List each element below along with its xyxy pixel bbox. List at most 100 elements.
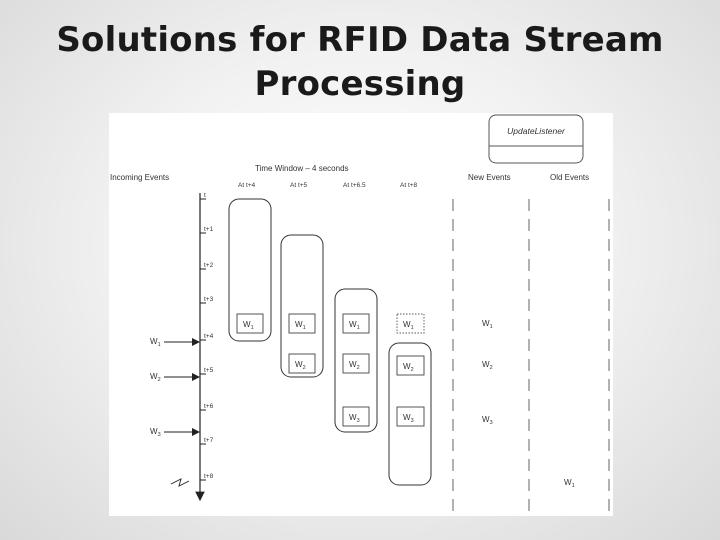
new-events-label: New Events	[468, 173, 511, 182]
svg-text:W3: W3	[150, 427, 161, 438]
svg-text:W3: W3	[482, 415, 493, 426]
event-name: W	[482, 360, 490, 369]
event-box	[396, 406, 425, 427]
svg-text:W1: W1	[349, 320, 360, 331]
event-box	[342, 406, 370, 427]
time-tick-label: t+2	[204, 262, 214, 269]
window-t8: W1 W2 W3	[388, 313, 432, 486]
event-sub: 2	[303, 365, 306, 371]
svg-text:W1: W1	[150, 337, 161, 348]
event-box	[342, 313, 370, 334]
window-col-label: At t+6.5	[343, 182, 366, 189]
event-sub: 2	[411, 367, 414, 373]
svg-text:W1: W1	[403, 320, 414, 331]
event-sub: 3	[411, 418, 414, 424]
time-tick: t+3	[200, 296, 214, 304]
event-box	[396, 355, 425, 376]
slide-title-line-1: Solutions for RFID Data Stream	[56, 20, 664, 60]
update-listener-label: UpdateListener	[507, 126, 566, 136]
time-tick-label: t+5	[204, 367, 214, 374]
time-tick: t+5	[200, 367, 214, 375]
svg-text:W3: W3	[349, 413, 360, 424]
incoming-events: W1 W2 W3	[150, 337, 200, 487]
time-tick-label: t+4	[204, 333, 214, 340]
expired-event-box	[396, 313, 425, 334]
svg-text:W2: W2	[403, 362, 414, 373]
time-tick-label: t+7	[204, 437, 214, 444]
event-name: W	[403, 320, 411, 329]
incoming-event: W2	[150, 372, 200, 383]
svg-text:W1: W1	[482, 319, 493, 330]
event-sub: 2	[490, 365, 493, 371]
event-sub: 1	[572, 483, 575, 489]
event-sub: 3	[490, 420, 493, 426]
event-sub: 1	[251, 325, 254, 331]
svg-text:W1: W1	[243, 320, 254, 331]
lightning-icon	[170, 478, 190, 487]
window-col-label: At t+8	[400, 182, 418, 189]
time-tick-label: t+3	[204, 296, 214, 303]
event-name: W	[150, 427, 158, 436]
time-tick: t+8	[200, 473, 214, 481]
event-sub: 1	[158, 342, 161, 348]
rfid-stream-diagram: UpdateListener Incoming Events Time Wind…	[109, 113, 613, 516]
event-name: W	[564, 478, 572, 487]
event-name: W	[243, 320, 251, 329]
window-column-labels: At t+4 At t+5 At t+6.5 At t+8	[238, 182, 418, 189]
time-tick: t+7	[200, 437, 214, 445]
window-t5: W1 W2	[280, 234, 324, 378]
svg-text:W2: W2	[295, 360, 306, 371]
window-col-label: At t+5	[290, 182, 308, 189]
event-name: W	[403, 362, 411, 371]
event-box	[288, 353, 316, 374]
window-t4: W1	[228, 198, 272, 342]
svg-text:W3: W3	[403, 413, 414, 424]
time-tick: t	[200, 192, 206, 200]
event-sub: 3	[158, 432, 161, 438]
time-tick: t+2	[200, 262, 214, 270]
time-tick-label: t+8	[204, 473, 214, 480]
update-listener-box: UpdateListener	[488, 114, 584, 164]
event-sub: 2	[357, 365, 360, 371]
event-name: W	[295, 360, 303, 369]
time-tick: t+4	[200, 333, 214, 341]
event-name: W	[150, 337, 158, 346]
event-name: W	[482, 415, 490, 424]
event-name: W	[349, 320, 357, 329]
event-sub: 1	[490, 324, 493, 330]
time-tick-label: t+1	[204, 226, 214, 233]
svg-text:W2: W2	[482, 360, 493, 371]
svg-text:W1: W1	[295, 320, 306, 331]
slide-title-line-2: Processing	[254, 64, 466, 104]
incoming-event: W3	[150, 427, 200, 438]
window-col-label: At t+4	[238, 182, 256, 189]
event-sub: 1	[303, 325, 306, 331]
time-tick: t+6	[200, 403, 214, 411]
event-box	[236, 313, 264, 334]
event-box	[342, 353, 370, 374]
old-events-column: W1	[564, 478, 575, 489]
slide-title: Solutions for RFID Data Stream Processin…	[0, 18, 720, 106]
time-window-label: Time Window – 4 seconds	[255, 164, 349, 173]
time-tick-label: t+6	[204, 403, 214, 410]
time-ticks: t t+1 t+2 t+3 t+4 t+5 t+6 t+7 t+8	[200, 192, 214, 481]
event-box	[288, 313, 316, 334]
event-sub: 3	[357, 418, 360, 424]
event-sub: 1	[357, 325, 360, 331]
svg-text:W2: W2	[150, 372, 161, 383]
window-t6-5: W1 W2 W3	[334, 288, 378, 433]
time-tick-label: t	[204, 192, 206, 199]
event-sub: 2	[158, 377, 161, 383]
event-name: W	[349, 413, 357, 422]
time-tick: t+1	[200, 226, 214, 234]
event-name: W	[295, 320, 303, 329]
incoming-events-label: Incoming Events	[110, 173, 169, 182]
event-name: W	[482, 319, 490, 328]
event-name: W	[150, 372, 158, 381]
event-sub: 1	[411, 325, 414, 331]
incoming-event: W1	[150, 337, 200, 348]
event-name: W	[349, 360, 357, 369]
svg-text:W1: W1	[564, 478, 575, 489]
new-events-column: W1 W2 W3	[482, 319, 493, 426]
svg-text:W2: W2	[349, 360, 360, 371]
